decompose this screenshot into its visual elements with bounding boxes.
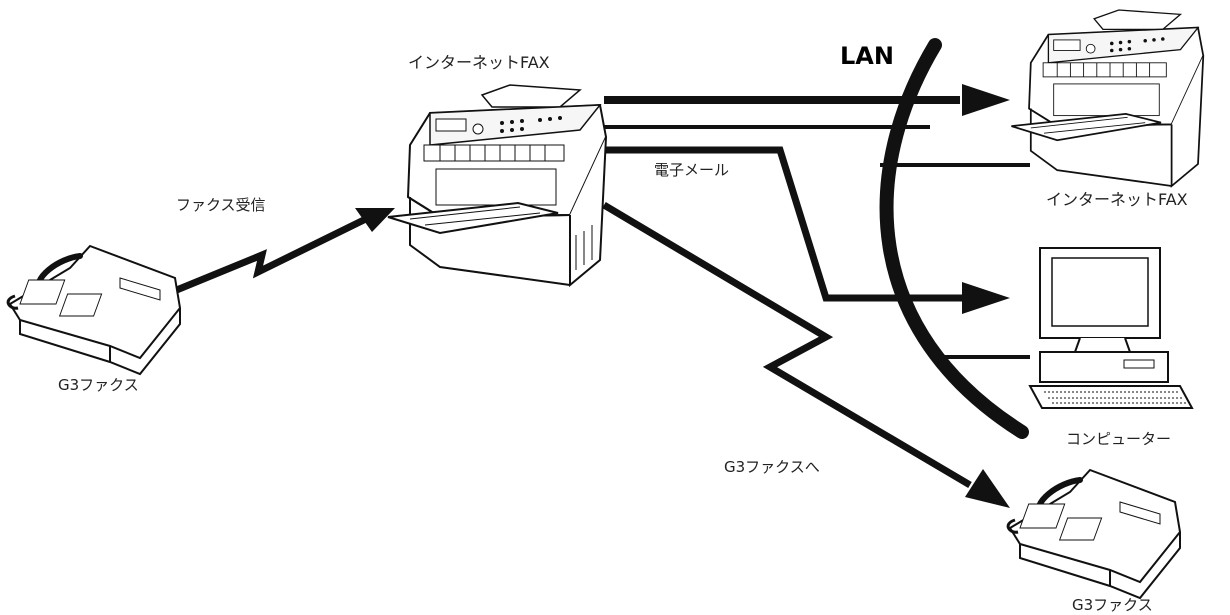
- desktop-computer-icon: [1028, 247, 1194, 409]
- lan-label: LAN: [840, 42, 894, 70]
- email-arrow: [604, 146, 962, 302]
- fax-receive-label: ファクス受信: [176, 196, 266, 214]
- ifax-source-label: インターネットFAX: [408, 53, 550, 72]
- ifax-dest-label: インターネットFAX: [1046, 190, 1188, 209]
- to-g3-arrow: [602, 201, 972, 489]
- g3-dest-label: G3ファクス: [1072, 596, 1153, 614]
- fax-receive-arrowhead: [355, 208, 395, 232]
- g3-fax-telephone-icon: [6, 244, 182, 376]
- fax-receive-arrow: [160, 209, 380, 300]
- internet-fax-machine-icon: [387, 84, 608, 288]
- email-arrowhead: [962, 282, 1010, 314]
- g3-source-label: G3ファクス: [58, 376, 139, 394]
- to-g3-arrowhead: [965, 469, 1010, 508]
- email-label: 電子メール: [654, 161, 729, 179]
- internet-fax-machine-icon: [1011, 9, 1205, 188]
- ifax-to-ifax-arrowhead: [962, 84, 1010, 116]
- to-g3-label: G3ファクスへ: [724, 458, 820, 476]
- g3-fax-telephone-icon: [1006, 468, 1182, 600]
- computer-label: コンピューター: [1066, 430, 1171, 448]
